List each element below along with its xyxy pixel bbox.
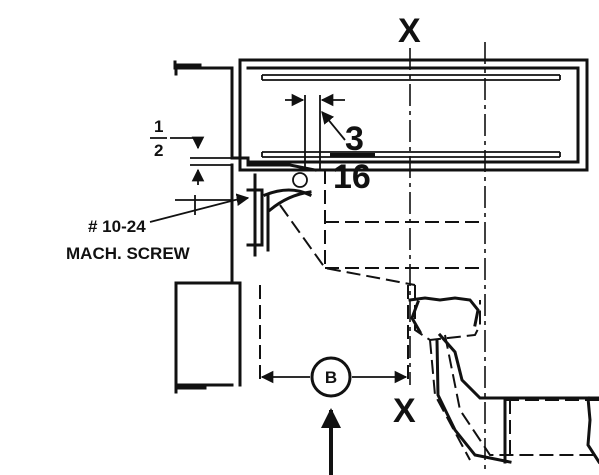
top-housing xyxy=(238,58,589,172)
dim-half-denominator: 2 xyxy=(154,141,163,160)
dim-half-numerator: 1 xyxy=(154,117,163,136)
screw-note-line1: # 10-24 xyxy=(88,217,146,236)
dimension-three-sixteenths: 3 16 xyxy=(285,93,375,196)
drain-elbow xyxy=(408,296,599,465)
wall-frame xyxy=(173,60,250,394)
section-mark-bottom: X xyxy=(393,392,416,430)
internal-dashed-parts xyxy=(259,170,599,461)
dimension-half: 1 2 xyxy=(150,117,232,185)
callout-b: B xyxy=(260,356,408,475)
screw-note-line2: MACH. SCREW xyxy=(66,244,191,263)
callout-letter: B xyxy=(325,368,337,387)
centerlines xyxy=(409,42,486,470)
screw-note: # 10-24 MACH. SCREW xyxy=(66,193,250,263)
dim-3-16-numerator: 3 xyxy=(345,120,364,158)
dim-3-16-denominator: 16 xyxy=(333,158,371,196)
hinge-bracket xyxy=(246,163,317,257)
section-mark-top: X xyxy=(398,12,421,50)
